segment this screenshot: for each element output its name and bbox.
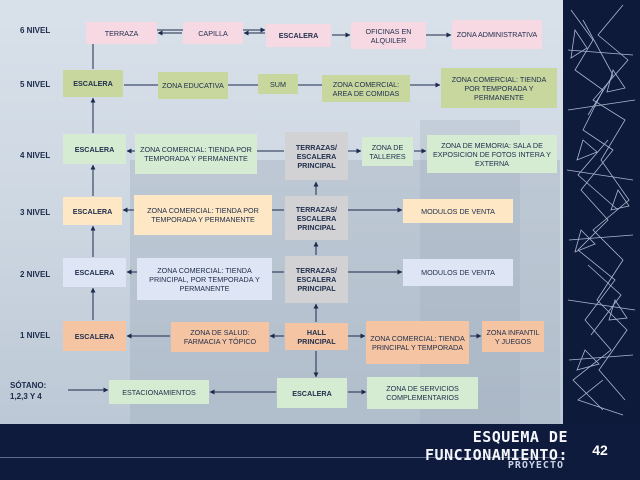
node-escalera-5: ESCALERA (63, 70, 123, 97)
node-sum: SUM (258, 74, 298, 94)
node-terrazas-2: TERRAZAS/ ESCALERA PRINCIPAL (285, 256, 348, 303)
node-zona-servicios: ZONA DE SERVICIOS COMPLEMENTARIOS (367, 377, 478, 409)
node-zona-educativa: ZONA EDUCATIVA (158, 72, 228, 99)
node-escalera-sotano: ESCALERA (277, 378, 347, 408)
decorative-side-panel (563, 0, 640, 480)
level-5-label: 5 NIVEL (20, 80, 51, 89)
node-escalera-6: ESCALERA (266, 24, 331, 47)
node-terrazas-4: TERRAZAS/ ESCALERA PRINCIPAL (285, 132, 348, 180)
level-2-label: 2 NIVEL (20, 270, 51, 279)
node-tienda-3: ZONA COMERCIAL: TIENDA POR TEMPORADA Y P… (134, 195, 272, 235)
footer-bar (0, 424, 640, 480)
level-3-label: 3 NIVEL (20, 208, 51, 217)
node-zona-comidas: ZONA COMERCIAL: AREA DE COMIDAS (322, 75, 410, 102)
node-zona-administrativa: ZONA ADMINISTRATIVA (452, 20, 542, 49)
node-tienda-2: ZONA COMERCIAL: TIENDA PRINCIPAL, POR TE… (137, 258, 272, 300)
node-escalera-1: ESCALERA (63, 321, 126, 351)
slide-title: ESQUEMA DE FUNCIONAMIENTO: (425, 428, 568, 464)
node-oficinas-alquiler: OFICINAS EN ALQUILER (351, 22, 426, 49)
node-terraza: TERRAZA (86, 22, 157, 44)
node-tienda-4: ZONA COMERCIAL: TIENDA POR TEMPORADA Y P… (135, 134, 257, 174)
footer-divider (0, 457, 563, 458)
sotano-label: SÓTANO: 1,2,3 Y 4 (10, 381, 47, 402)
node-modulos-venta-2: MODULOS DE VENTA (403, 259, 513, 286)
pattern-decoration (566, 4, 636, 416)
node-zona-salud: ZONA DE SALUD: FARMACIA Y TÓPICO (171, 322, 269, 352)
node-zona-memoria: ZONA DE MEMORIA: SALA DE EXPOSICION DE F… (427, 135, 557, 173)
level-6-label: 6 NIVEL (20, 26, 51, 35)
node-zona-infantil: ZONA INFANTIL Y JUEGOS (482, 321, 544, 352)
level-1-label: 1 NIVEL (20, 331, 51, 340)
node-zona-comercial-1: ZONA COMERCIAL: TIENDA PRINCIPAL Y TEMPO… (366, 321, 469, 364)
node-modulos-venta-3: MODULOS DE VENTA (403, 199, 513, 223)
node-escalera-4: ESCALERA (63, 134, 126, 164)
node-tienda-5: ZONA COMERCIAL: TIENDA POR TEMPORADA Y P… (441, 68, 557, 108)
node-estacionamientos: ESTACIONAMIENTOS (109, 380, 209, 404)
node-escalera-3: ESCALERA (63, 197, 122, 225)
node-escalera-2: ESCALERA (63, 258, 126, 287)
page-number: 42 (592, 442, 608, 458)
node-hall-principal: HALL PRINCIPAL (285, 323, 348, 350)
slide-subtitle: PROYECTO (507, 460, 564, 471)
node-terrazas-3: TERRAZAS/ ESCALERA PRINCIPAL (285, 196, 348, 240)
node-capilla: CAPILLA (183, 22, 243, 44)
level-4-label: 4 NIVEL (20, 151, 51, 160)
node-zona-talleres: ZONA DE TALLERES (362, 137, 413, 166)
